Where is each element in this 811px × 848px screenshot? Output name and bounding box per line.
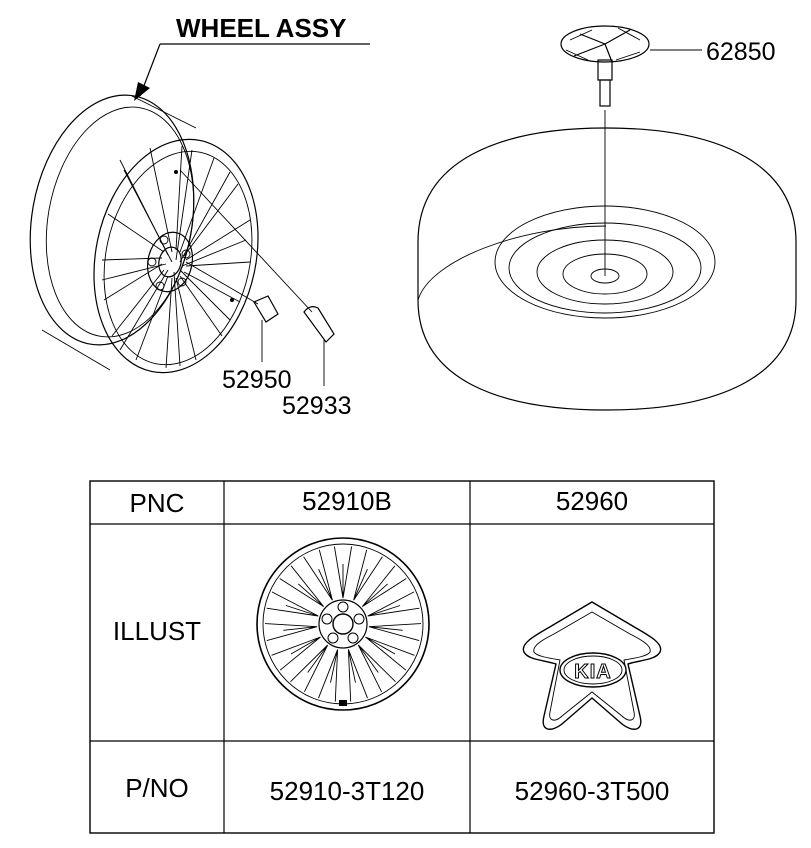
wheel-spoke [266, 591, 319, 617]
callout-52933: 52933 [282, 392, 352, 420]
wheel-spoke [279, 565, 325, 607]
wheel-spoke [353, 549, 383, 601]
wheel-spoke [264, 623, 318, 642]
wheel-assy-title: WHEEL ASSY [176, 13, 346, 43]
wheel-spoke [361, 565, 407, 607]
wheel-spoke [271, 636, 321, 671]
wheel-spoke [365, 636, 415, 671]
pnc-52960: 52960 [556, 486, 628, 516]
pnc-52910b: 52910B [302, 486, 392, 516]
callout-52950: 52950 [222, 366, 292, 394]
lug-nut-drawing [185, 261, 279, 362]
wheel-spoke [303, 549, 333, 601]
alloy-wheel-drawing [29, 94, 259, 374]
kia-logo: KIA [574, 661, 611, 683]
callout-62850: 62850 [706, 38, 776, 66]
row-header-illust: ILLUST [113, 616, 201, 646]
wheel-spoke [368, 623, 422, 642]
valve-drawing [179, 169, 335, 386]
wheel-spoke [290, 644, 329, 693]
part-no-52960-3t500: 52960-3T500 [515, 776, 670, 806]
spare-tire-drawing [417, 110, 797, 411]
wheel-spoke [367, 591, 420, 617]
row-header-pno: P/NO [125, 773, 189, 803]
wheel-spoke [347, 649, 368, 702]
row-header-pnc: PNC [130, 488, 185, 518]
part-no-52910-3t120: 52910-3T120 [270, 776, 425, 806]
wheel-spoke [318, 649, 339, 702]
alloy-wheel-face-illustration [256, 537, 430, 711]
spare-clamp-drawing [560, 25, 702, 107]
wheel-spoke [333, 546, 353, 599]
center-cap-illustration: KIA [522, 601, 662, 730]
wheel-spoke [357, 644, 396, 693]
parts-table [89, 480, 715, 834]
